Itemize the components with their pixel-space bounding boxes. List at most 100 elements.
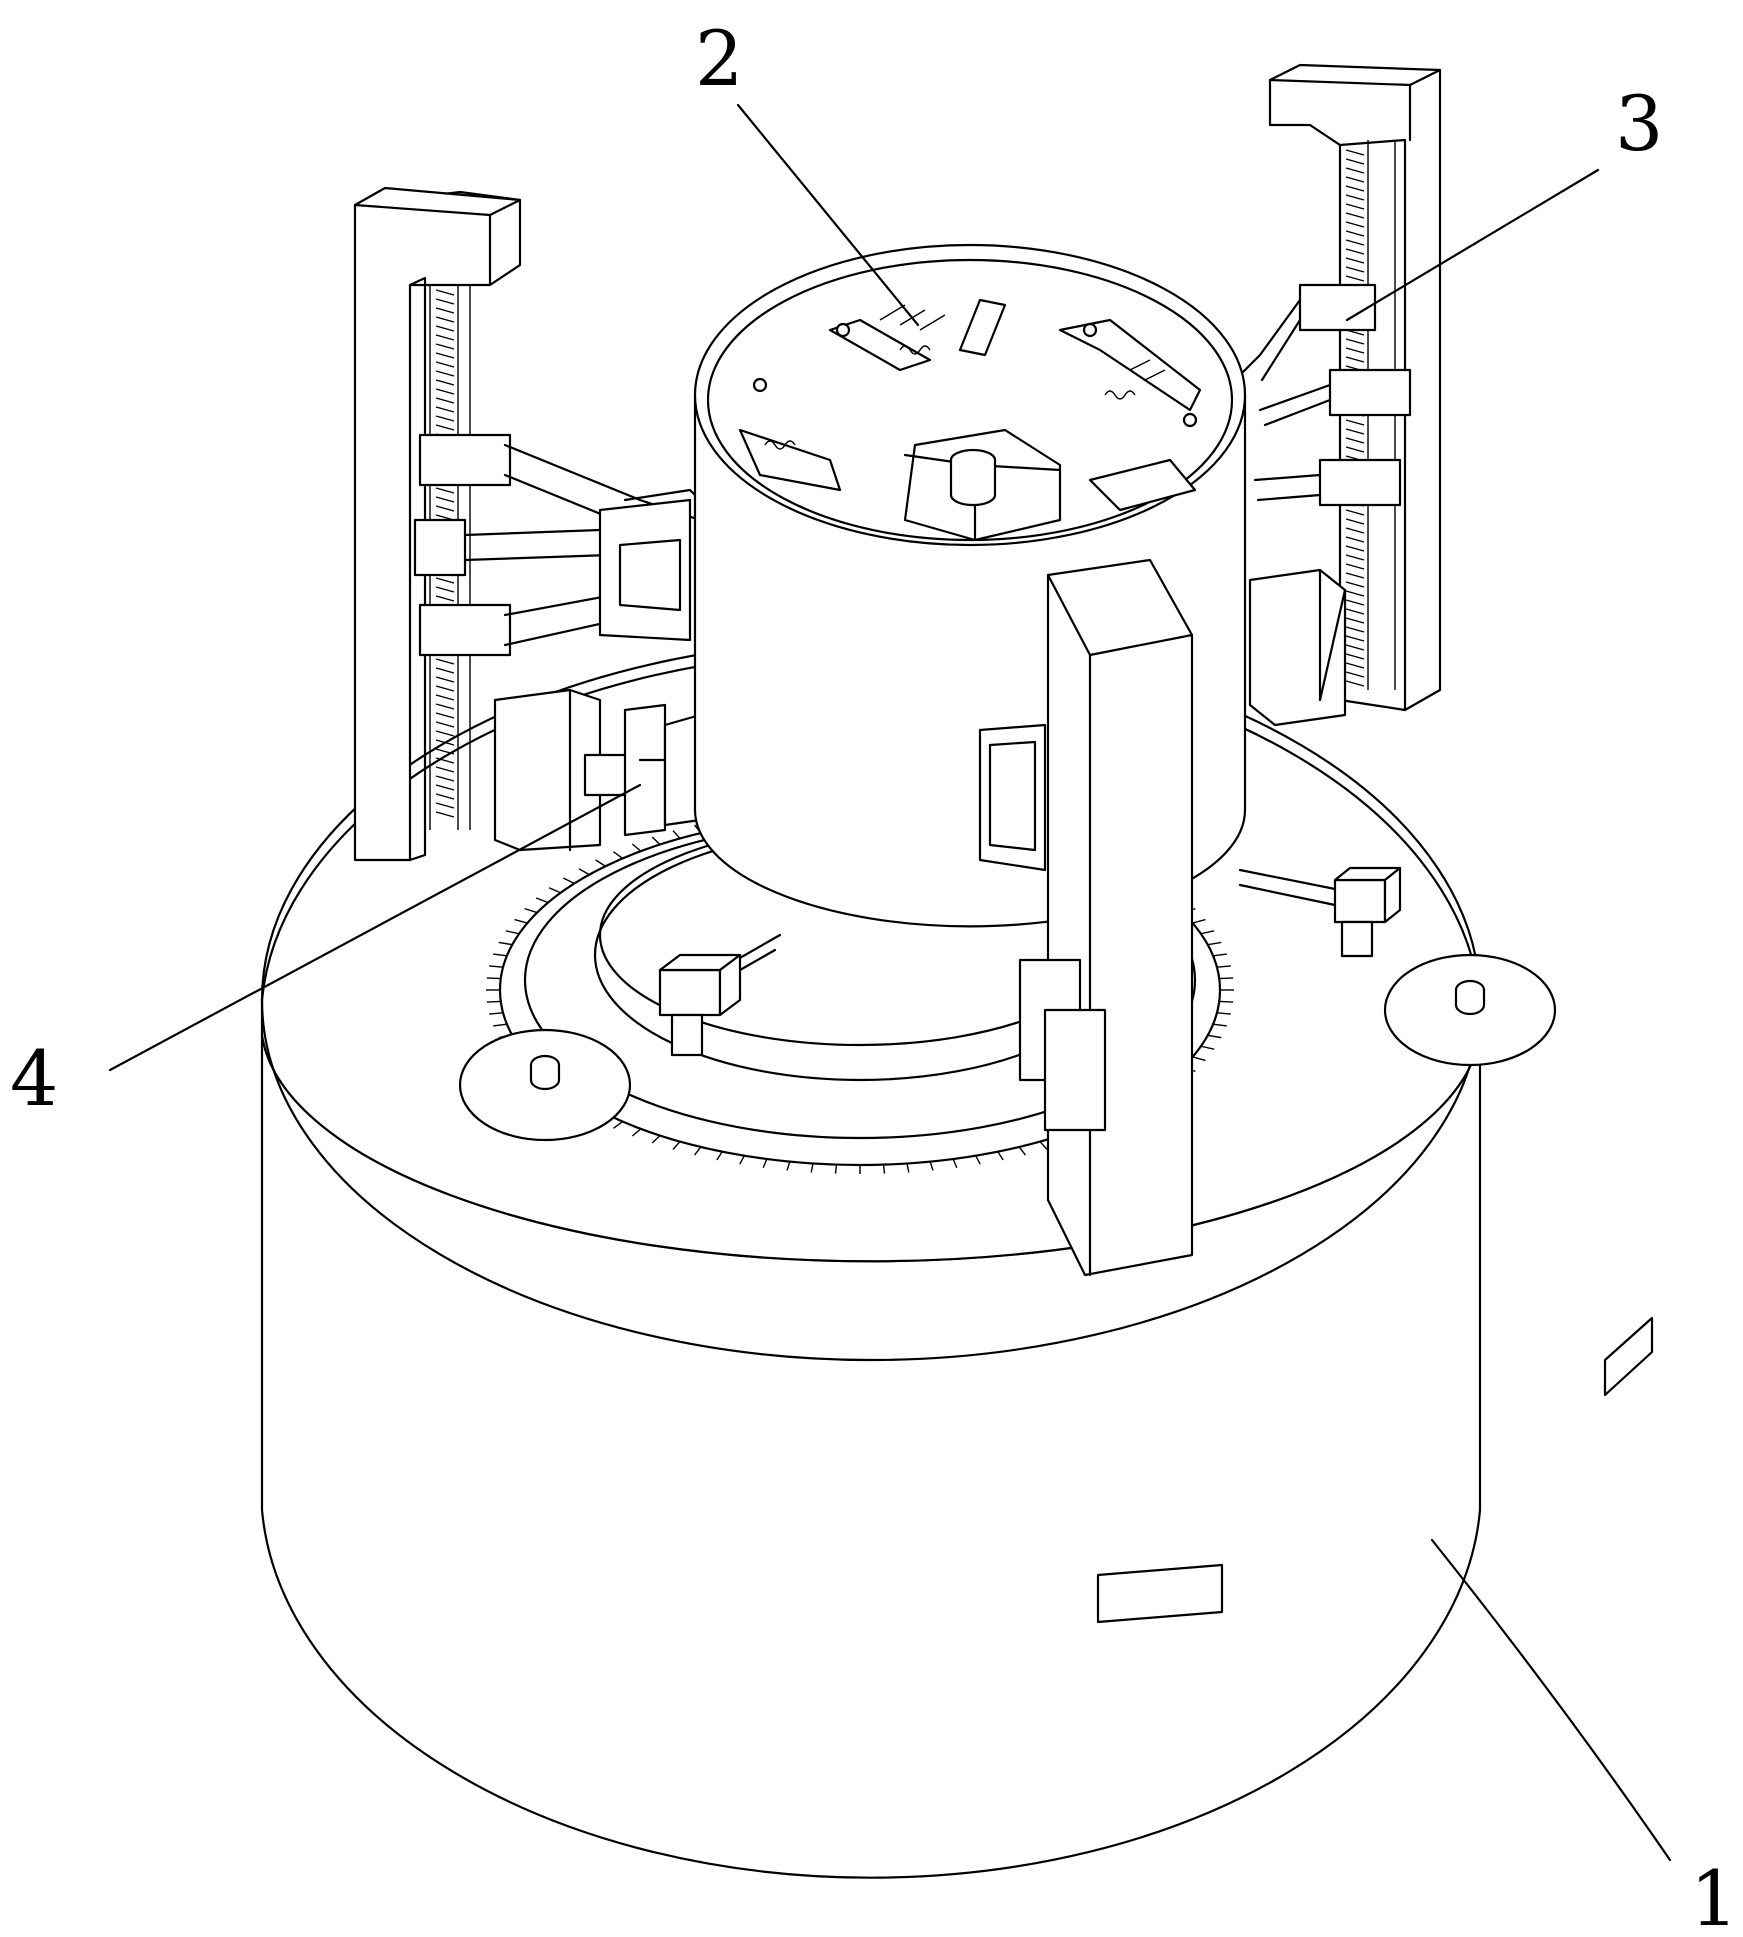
support-blocks [658, 866, 1402, 1057]
gear-tooth [672, 1141, 681, 1150]
screw-thread [435, 793, 455, 800]
gear-tooth [1212, 953, 1227, 957]
base-slot-front [1096, 1563, 1224, 1624]
leader-line-2 [736, 103, 920, 327]
gear-tooth [505, 930, 520, 935]
gear-tooth [906, 1163, 910, 1173]
gear-tooth [1219, 977, 1234, 980]
right-lead-screw [1345, 149, 1365, 687]
gear-tooth [762, 1158, 768, 1168]
screw-thread [1345, 527, 1365, 534]
screw-thread [1345, 572, 1365, 579]
screw-thread [1345, 653, 1365, 660]
screw-thread [435, 316, 455, 323]
gear-tooth [1216, 1012, 1231, 1015]
screw-thread [435, 811, 455, 818]
screw-thread [1345, 248, 1365, 255]
gear-tooth [612, 851, 624, 859]
gear-tooth [1200, 930, 1215, 935]
screw-thread [435, 766, 455, 773]
screw-thread [1345, 194, 1365, 201]
screw-thread [435, 676, 455, 683]
screw-thread [1345, 158, 1365, 165]
right-small-gear [1383, 953, 1557, 1067]
gear-tooth [595, 859, 606, 867]
screw-thread [1345, 428, 1365, 435]
screw-thread [435, 289, 455, 296]
left-column [353, 186, 522, 862]
leader-line-3 [1345, 168, 1600, 322]
screw-thread [435, 370, 455, 377]
screw-thread [1345, 437, 1365, 444]
gear-tooth [1207, 941, 1222, 946]
leader-line-1 [1430, 1538, 1672, 1862]
gear-tooth [493, 953, 508, 957]
screw-thread [1345, 545, 1365, 552]
label-base: 1 [1690, 1854, 1738, 1937]
gear-tooth [514, 918, 528, 924]
gear-tooth [1207, 1034, 1222, 1039]
screw-thread [1345, 338, 1365, 345]
gear-tooth [631, 843, 642, 852]
screw-thread [435, 388, 455, 395]
screw-thread [1345, 680, 1365, 687]
screw-thread [435, 703, 455, 710]
gear-tooth [810, 1163, 814, 1173]
screw-thread [435, 685, 455, 692]
gear-tooth [612, 1121, 624, 1129]
screw-thread [1345, 617, 1365, 624]
screw-thread [435, 586, 455, 593]
gear-tooth [694, 1146, 702, 1156]
leader-line-4 [108, 783, 642, 1072]
gear-tooth [631, 1128, 642, 1137]
gear-tooth [929, 1161, 934, 1171]
screw-thread [1345, 176, 1365, 183]
screw-thread [1345, 356, 1365, 363]
gear-tooth [489, 1012, 504, 1015]
gear-tooth [548, 887, 561, 894]
screw-thread [435, 694, 455, 701]
screw-thread [1345, 608, 1365, 615]
screw-thread [1345, 203, 1365, 210]
screw-thread [1345, 230, 1365, 237]
gear-tooth [535, 897, 549, 904]
screw-thread [435, 307, 455, 314]
left-small-gear [458, 1028, 632, 1142]
gear-tooth [578, 868, 590, 876]
screw-thread [1345, 212, 1365, 219]
gear-tooth [1216, 965, 1231, 968]
screw-thread [435, 775, 455, 782]
screw-thread [435, 667, 455, 674]
gear-tooth [486, 977, 501, 980]
gear-tooth [716, 1151, 723, 1161]
gear-tooth [952, 1158, 958, 1168]
gear-tooth [997, 1151, 1004, 1161]
gear-tooth [739, 1155, 745, 1165]
screw-thread [1345, 536, 1365, 543]
screw-thread [435, 730, 455, 737]
screw-thread [435, 397, 455, 404]
screw-thread [1345, 599, 1365, 606]
screw-thread [435, 658, 455, 665]
label-inner-clamp: 2 [695, 14, 743, 103]
screw-thread [435, 487, 455, 494]
screw-thread [1345, 518, 1365, 525]
screw-thread [1345, 275, 1365, 282]
gear-tooth [1200, 1045, 1215, 1050]
label-lift-arm: 3 [1615, 79, 1663, 168]
screw-thread [435, 361, 455, 368]
gear-tooth [834, 1164, 838, 1174]
screw-thread [435, 712, 455, 719]
screw-thread [435, 352, 455, 359]
screw-thread [435, 757, 455, 764]
label-side-unit: 4 [10, 1034, 58, 1123]
screw-thread [1345, 149, 1365, 156]
gear-tooth [489, 965, 504, 968]
gear-tooth [1212, 1023, 1227, 1027]
right-drive-box [1248, 568, 1347, 727]
screw-thread [435, 298, 455, 305]
screw-thread [435, 739, 455, 746]
screw-thread [435, 748, 455, 755]
base-slot-side [1603, 1316, 1654, 1397]
